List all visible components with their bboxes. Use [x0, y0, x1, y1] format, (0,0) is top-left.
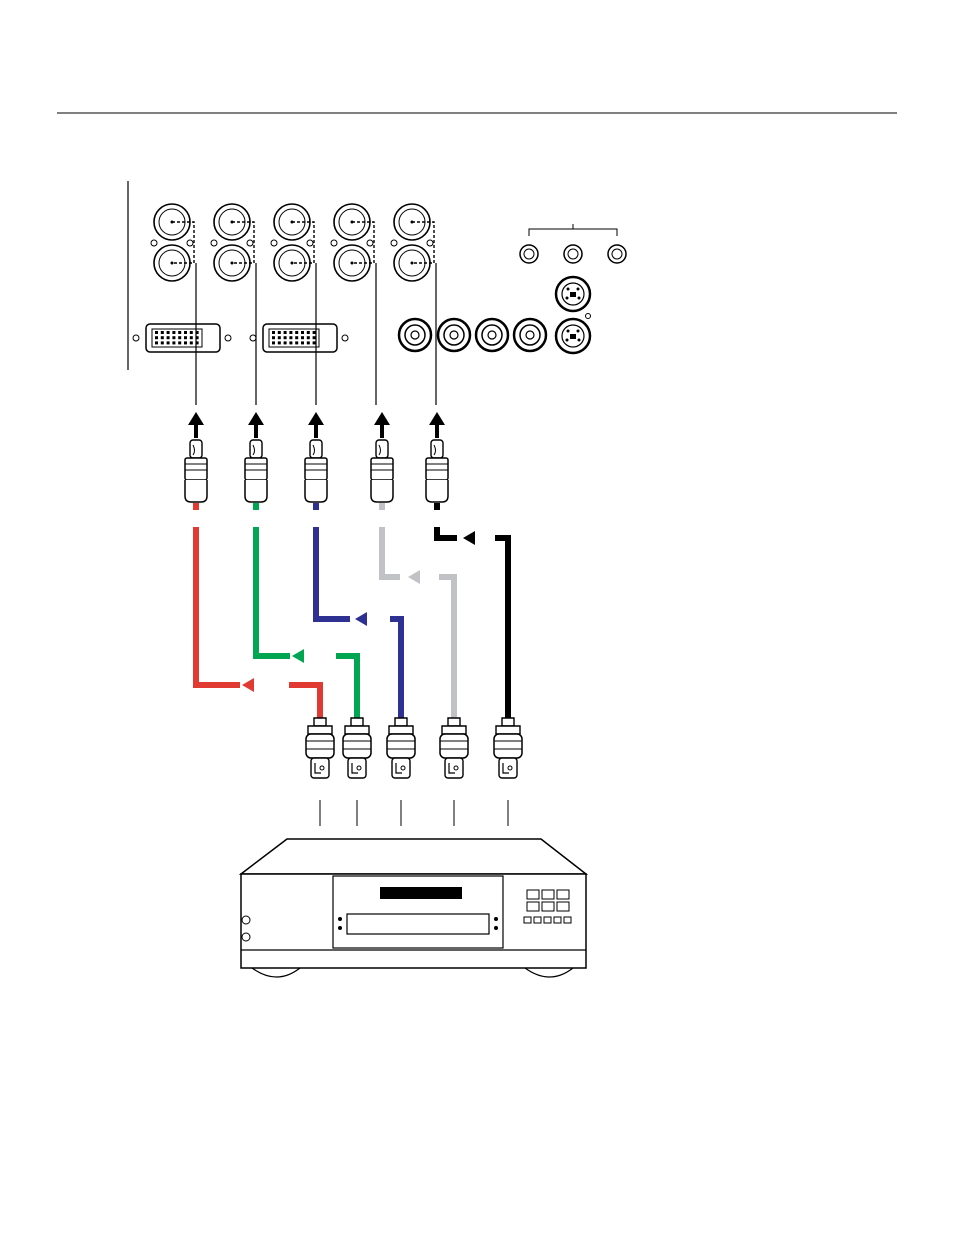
source-side-connectors [306, 718, 522, 826]
flow-arrow [355, 612, 367, 626]
up-arrow [188, 412, 204, 425]
projector-input-panel [128, 181, 626, 405]
audio-jack [564, 245, 582, 263]
device-top [241, 839, 586, 874]
bnc-plug-top [305, 412, 327, 502]
dvd-player-icon [241, 839, 586, 977]
flow-arrow [242, 678, 254, 692]
flow-arrow [292, 649, 304, 663]
bnc-plug-top [426, 412, 448, 502]
bnc-plug-bottom [494, 718, 522, 826]
flow-arrow [408, 570, 420, 584]
dvi-port [133, 324, 231, 352]
display-window [380, 887, 462, 899]
svideo-port [556, 319, 590, 353]
bnc-input-pair [271, 204, 316, 405]
bnc-plug-top [371, 412, 393, 502]
svideo-port [556, 277, 590, 311]
bnc-input-pair [151, 204, 196, 405]
bnc-plug-bottom [440, 718, 468, 826]
device-foot [525, 968, 573, 977]
panel-side-connectors [185, 412, 448, 502]
up-arrow [429, 412, 445, 425]
device-foot [252, 968, 300, 977]
up-arrow [308, 412, 324, 425]
up-arrow [248, 412, 264, 425]
bnc-plug-bottom [343, 718, 371, 826]
bnc-plug-top [185, 412, 207, 502]
indicator-dot [586, 314, 591, 319]
bnc-input-pair [211, 204, 256, 405]
flow-arrow [463, 531, 475, 545]
bnc-plug-bottom [306, 718, 334, 826]
rca-jack [476, 319, 508, 351]
bnc-input-pair [331, 204, 376, 405]
black-cable [437, 503, 508, 718]
rca-jack [514, 319, 546, 351]
bnc-plug-bottom [387, 718, 415, 826]
audio-jack [608, 245, 626, 263]
up-arrow [374, 412, 390, 425]
rca-jack [438, 319, 470, 351]
audio-jack [520, 245, 538, 263]
bnc-plug-top [245, 412, 267, 502]
dvi-port [250, 324, 348, 352]
bnc-input-pair [391, 204, 436, 405]
audio-bracket [529, 229, 617, 236]
cable-routing [196, 503, 508, 718]
rca-jack [399, 319, 431, 351]
